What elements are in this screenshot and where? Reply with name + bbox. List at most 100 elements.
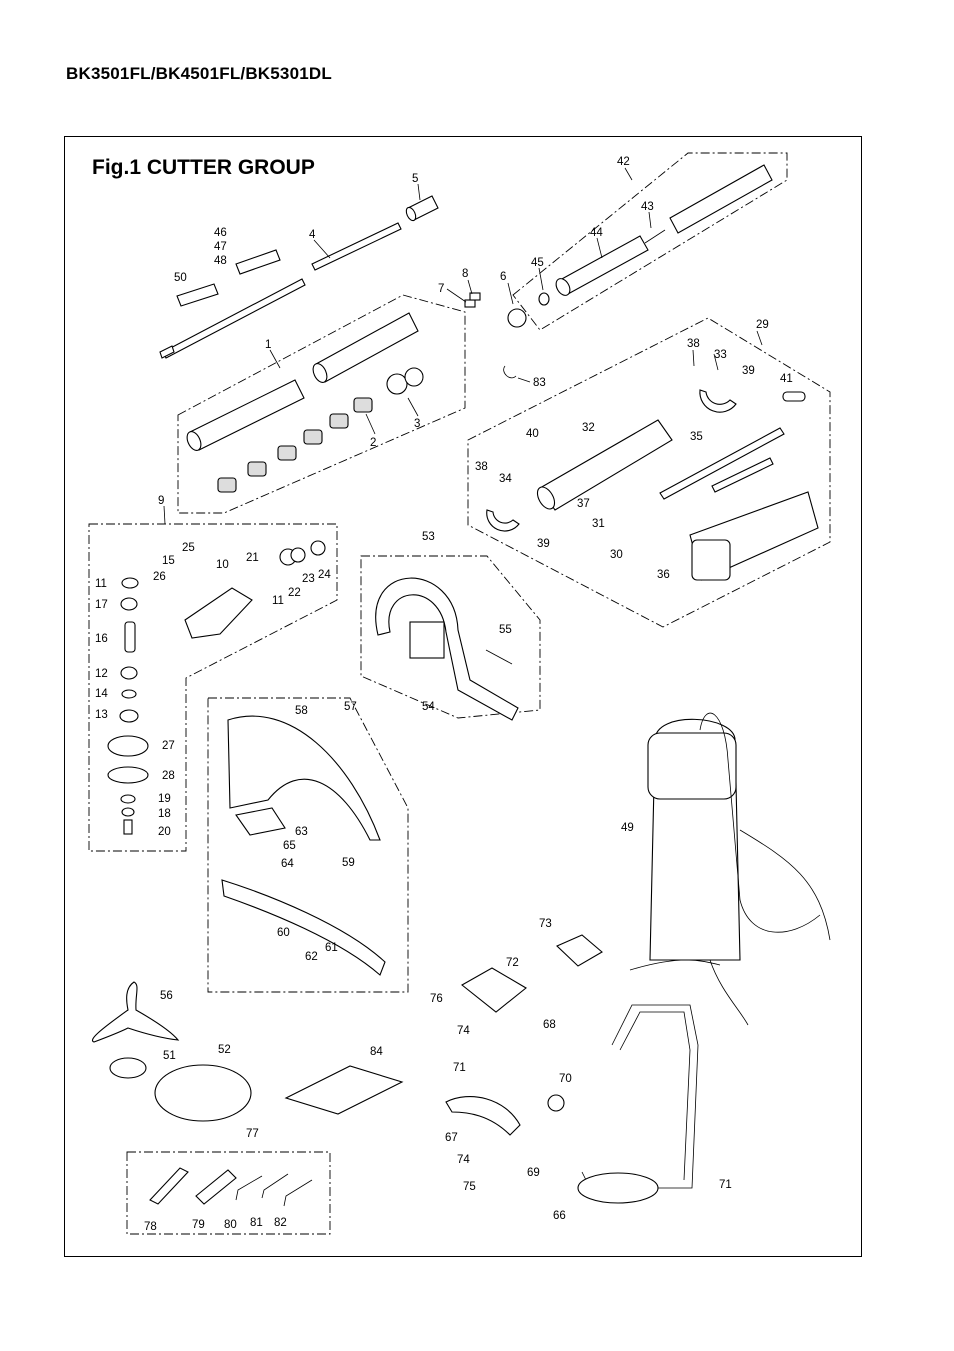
part-label: 12 xyxy=(95,668,108,680)
loop-handle-part xyxy=(375,577,519,721)
label-strips-46-48 xyxy=(176,249,281,307)
part-label: 48 xyxy=(214,255,227,267)
part-label: 69 xyxy=(527,1167,540,1179)
part-label: 49 xyxy=(621,822,634,834)
part-label: 11 xyxy=(272,595,284,607)
gear-stack-parts xyxy=(107,577,149,835)
part-label: 43 xyxy=(641,201,654,213)
part-label: 52 xyxy=(218,1044,231,1056)
part-label: 24 xyxy=(318,569,331,581)
part-label: 76 xyxy=(430,993,443,1005)
model-header: BK3501FL/BK4501FL/BK5301DL xyxy=(66,64,332,83)
part-label: 79 xyxy=(192,1219,205,1231)
part-label: 53 xyxy=(422,531,435,543)
part-label: 16 xyxy=(95,633,108,645)
part-label: 11 xyxy=(95,578,107,590)
part-label: 3 xyxy=(414,418,420,430)
blade-guard-part xyxy=(221,715,386,976)
part-label: 8 xyxy=(462,268,468,280)
mount-plates-67-73 xyxy=(445,934,603,1136)
clip-part-83 xyxy=(503,365,517,379)
outline-group-29 xyxy=(467,317,831,628)
clamp-part-6 xyxy=(464,292,527,328)
part-label: 51 xyxy=(163,1050,176,1062)
pipe-parts-1 xyxy=(186,312,419,451)
outline-group-57 xyxy=(207,697,409,993)
part-label: 44 xyxy=(590,227,603,239)
part-label: 62 xyxy=(305,951,318,963)
part-label: 57 xyxy=(344,701,357,713)
figure-frame xyxy=(64,136,862,1257)
cup-part-51 xyxy=(109,1057,147,1079)
part-label: 29 xyxy=(756,319,769,331)
guard-ring-part-52 xyxy=(154,1064,252,1122)
part-label: 40 xyxy=(526,428,539,440)
part-label: 35 xyxy=(690,431,703,443)
part-label: 33 xyxy=(714,349,727,361)
part-label: 56 xyxy=(160,990,173,1002)
part-label: 70 xyxy=(559,1073,572,1085)
part-label: 4 xyxy=(309,229,316,241)
part-label: 32 xyxy=(582,422,595,434)
part-label: 9 xyxy=(158,495,164,507)
part-label: 10 xyxy=(216,559,229,571)
part-label: 17 xyxy=(95,599,108,611)
part-label: 19 xyxy=(158,793,171,805)
carrier-frame-part xyxy=(577,1004,699,1204)
outer-tube-part-42 xyxy=(538,164,773,306)
outline-group-9 xyxy=(88,523,338,852)
part-label: 26 xyxy=(153,571,166,583)
sleeve-part-5 xyxy=(405,195,439,222)
part-label: 46 xyxy=(214,227,227,239)
part-label: 63 xyxy=(295,826,308,838)
part-label: 73 xyxy=(539,918,552,930)
part-label: 15 xyxy=(162,555,175,567)
part-label: 58 xyxy=(295,705,308,717)
part-label: 74 xyxy=(457,1025,470,1037)
leader-lines xyxy=(163,167,763,525)
part-label: 54 xyxy=(422,701,435,713)
part-label: 71 xyxy=(719,1179,732,1191)
grip-part xyxy=(689,491,819,581)
part-label: 20 xyxy=(158,826,171,838)
tool-kit-parts-77 xyxy=(149,1167,313,1207)
throttle-housing-part xyxy=(536,419,673,511)
bushing-parts-2 xyxy=(217,367,424,493)
part-label: 39 xyxy=(742,365,755,377)
throttle-cable-part-35 xyxy=(659,427,785,500)
part-label: 5 xyxy=(412,173,418,185)
part-label: 22 xyxy=(288,587,301,599)
part-label: 75 xyxy=(463,1181,476,1193)
part-label: 64 xyxy=(281,858,294,870)
part-label: 45 xyxy=(531,257,544,269)
part-label: 36 xyxy=(657,569,670,581)
part-label: 23 xyxy=(302,573,315,585)
inner-shaft-part-4 xyxy=(311,222,402,271)
part-label: 39 xyxy=(537,538,550,550)
part-label: 77 xyxy=(246,1128,259,1140)
outline-group-42 xyxy=(512,152,788,331)
part-label: 25 xyxy=(182,542,195,554)
part-label: 30 xyxy=(610,549,623,561)
part-label: 7 xyxy=(438,283,444,295)
part-label: 6 xyxy=(500,271,506,283)
part-label: 28 xyxy=(162,770,175,782)
backpack-harness-part xyxy=(629,712,831,1026)
part-label: 13 xyxy=(95,709,108,721)
part-label: 65 xyxy=(283,840,296,852)
outline-group-1 xyxy=(177,294,466,514)
part-label: 61 xyxy=(325,942,338,954)
part-label: 38 xyxy=(687,338,700,350)
outline-group-77 xyxy=(126,1151,331,1235)
part-label: 74 xyxy=(457,1154,470,1166)
group-outlines xyxy=(88,152,831,1235)
part-label: 27 xyxy=(162,740,175,752)
part-label: 72 xyxy=(506,957,519,969)
part-label: 84 xyxy=(370,1046,383,1058)
part-number-labels: 5 42 43 44 45 46 47 48 4 50 8 6 7 29 1 3… xyxy=(95,156,793,1233)
part-label: 18 xyxy=(158,808,171,820)
part-label: 1 xyxy=(265,339,271,351)
part-label: 14 xyxy=(95,688,108,700)
part-label: 68 xyxy=(543,1019,556,1031)
